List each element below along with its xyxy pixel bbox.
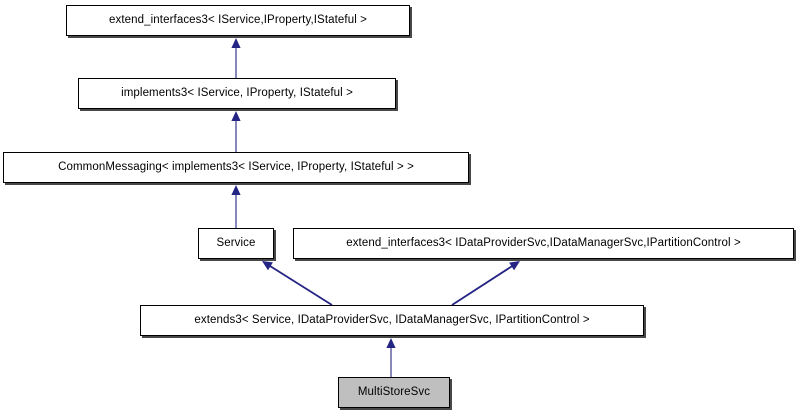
inheritance-edge bbox=[269, 265, 333, 306]
node-implements3-iservice[interactable]: implements3< IService, IProperty, IState… bbox=[78, 78, 396, 109]
node-commonmessaging[interactable]: CommonMessaging< implements3< IService, … bbox=[3, 152, 469, 183]
node-extend-interfaces3-iservice[interactable]: extend_interfaces3< IService,IProperty,I… bbox=[66, 5, 410, 36]
node-label: extends3< Service, IDataProviderSvc, IDa… bbox=[194, 313, 590, 326]
inheritance-edge bbox=[451, 265, 513, 306]
node-service[interactable]: Service bbox=[198, 228, 274, 259]
node-label: implements3< IService, IProperty, IState… bbox=[121, 86, 353, 99]
node-extend-interfaces3-idataprovidersvc[interactable]: extend_interfaces3< IDataProviderSvc,IDa… bbox=[293, 228, 794, 259]
node-label: extend_interfaces3< IService,IProperty,I… bbox=[109, 13, 367, 26]
node-multistoresvc[interactable]: MultiStoreSvc bbox=[338, 377, 450, 408]
node-label: CommonMessaging< implements3< IService, … bbox=[58, 160, 414, 173]
inheritance-arrowhead bbox=[231, 38, 241, 48]
inheritance-arrowhead bbox=[231, 185, 241, 195]
inheritance-arrowhead bbox=[509, 261, 520, 271]
inheritance-arrowhead bbox=[386, 338, 396, 348]
node-label: extend_interfaces3< IDataProviderSvc,IDa… bbox=[346, 236, 741, 249]
inheritance-arrowhead bbox=[262, 261, 273, 271]
node-label: Service bbox=[216, 236, 256, 249]
inheritance-arrowhead bbox=[231, 111, 241, 121]
node-extends3-service[interactable]: extends3< Service, IDataProviderSvc, IDa… bbox=[140, 305, 644, 336]
node-label: MultiStoreSvc bbox=[357, 385, 431, 398]
